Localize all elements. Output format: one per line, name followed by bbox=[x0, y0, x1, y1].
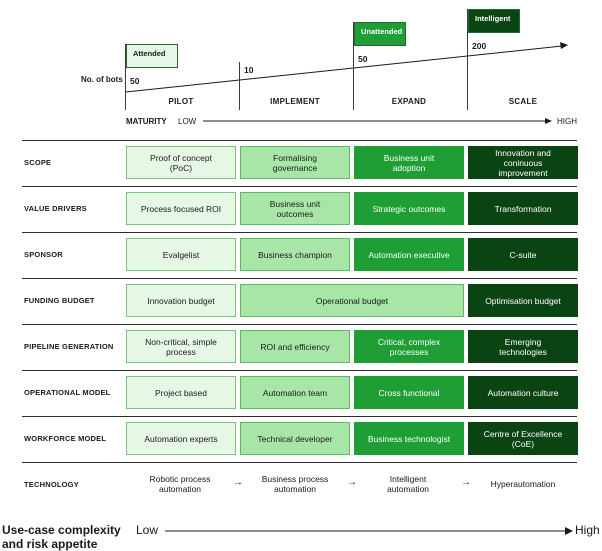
tech-arrow-3: → bbox=[461, 477, 471, 488]
expand-bots-count: 50 bbox=[358, 54, 368, 64]
stage-scale: SCALE bbox=[508, 97, 538, 106]
tech-rpa: Robotic process automation bbox=[149, 474, 211, 494]
grid-cell: Automation executive bbox=[354, 238, 464, 271]
row-separator bbox=[22, 186, 577, 187]
footer-low: Low bbox=[136, 523, 159, 537]
footer-title-line2: and risk appetite bbox=[2, 537, 98, 551]
grid-cell: Cross functional bbox=[354, 376, 464, 409]
maturity-arrow bbox=[203, 118, 552, 124]
maturity-high: HIGH bbox=[557, 117, 577, 126]
maturity-low: LOW bbox=[178, 117, 197, 126]
grid-cell: Optimisation budget bbox=[468, 284, 578, 317]
row-separator bbox=[22, 462, 577, 463]
intelligent-label: Intelligent bbox=[475, 14, 511, 23]
grid-cell: Centre of Excellence (CoE) bbox=[468, 422, 578, 455]
grid-cell: Technical developer bbox=[240, 422, 350, 455]
grid-cell: Emerging technologies bbox=[468, 330, 578, 363]
grid-cell: C-suite bbox=[468, 238, 578, 271]
row-separator bbox=[22, 140, 577, 141]
row-label: SPONSOR bbox=[24, 250, 63, 259]
row-label: WORKFORCE MODEL bbox=[24, 434, 107, 443]
grid-cell: Business champion bbox=[240, 238, 350, 271]
grid-cell: Innovation budget bbox=[126, 284, 236, 317]
tech-bpa: Business process automation bbox=[261, 474, 329, 494]
grid-cell: Business technologist bbox=[354, 422, 464, 455]
row-label: PIPELINE GENERATION bbox=[24, 342, 114, 351]
tech-hyperautomation: Hyperautomation bbox=[490, 479, 556, 489]
row-separator bbox=[22, 232, 577, 233]
grid-cell: Automation experts bbox=[126, 422, 236, 455]
intelligent-box: Intelligent bbox=[468, 9, 520, 33]
stage-divider-scale bbox=[467, 9, 468, 110]
stage-expand: EXPAND bbox=[391, 97, 427, 106]
grid-cell: Operational budget bbox=[240, 284, 464, 317]
attended-box: Attended bbox=[126, 44, 178, 68]
row-label: VALUE DRIVERS bbox=[24, 204, 87, 213]
stage-divider-pilot bbox=[125, 44, 126, 110]
scale-bots-count: 200 bbox=[472, 41, 487, 51]
complexity-arrow bbox=[165, 527, 573, 535]
grid-cell: Formalising governance bbox=[240, 146, 350, 179]
grid-cell: Business unit adoption bbox=[354, 146, 464, 179]
unattended-label: Unattended bbox=[361, 27, 403, 36]
row-separator bbox=[22, 416, 577, 417]
footer-title-line1: Use-case complexity bbox=[2, 523, 121, 537]
technology-label: TECHNOLOGY bbox=[24, 480, 79, 489]
grid-cell: Strategic outcomes bbox=[354, 192, 464, 225]
grid-cell: Proof of concept (PoC) bbox=[126, 146, 236, 179]
row-label: FUNDING BUDGET bbox=[24, 296, 95, 305]
bots-trend-line bbox=[125, 42, 568, 93]
bots-axis-label: No. of bots bbox=[81, 75, 123, 84]
row-separator bbox=[22, 370, 577, 371]
stage-pilot: PILOT bbox=[168, 97, 194, 106]
pilot-bots-count: 50 bbox=[130, 76, 140, 86]
tech-intelligent: Intelligent automation bbox=[386, 474, 430, 494]
grid-cell: Evalgelist bbox=[126, 238, 236, 271]
tech-arrow-2: → bbox=[347, 477, 357, 488]
grid-cell: Non-critical, simple process bbox=[126, 330, 236, 363]
grid-cell: Project based bbox=[126, 376, 236, 409]
row-separator bbox=[22, 324, 577, 325]
grid-cell: Critical, complex processes bbox=[354, 330, 464, 363]
attended-label: Attended bbox=[133, 49, 166, 58]
maturity-label: MATURITY bbox=[126, 117, 167, 126]
stage-divider-expand bbox=[353, 22, 354, 110]
grid-cell: Process focused ROI bbox=[126, 192, 236, 225]
row-label: SCOPE bbox=[24, 158, 52, 167]
grid-cell: Transformation bbox=[468, 192, 578, 225]
stage-implement: IMPLEMENT bbox=[270, 97, 320, 106]
implement-bots-count: 10 bbox=[244, 65, 254, 75]
grid-cell: Automation culture bbox=[468, 376, 578, 409]
grid-cell: Business unit outcomes bbox=[240, 192, 350, 225]
grid-cell: Automation team bbox=[240, 376, 350, 409]
grid-cell: Innovation and coninuous improvement bbox=[468, 146, 578, 179]
row-label: OPERATIONAL MODEL bbox=[24, 388, 111, 397]
row-separator bbox=[22, 278, 577, 279]
grid-cell: ROI and efficiency bbox=[240, 330, 350, 363]
tech-arrow-1: → bbox=[233, 477, 243, 488]
unattended-box: Unattended bbox=[354, 22, 406, 46]
footer-high: High bbox=[575, 523, 600, 537]
stage-divider-implement bbox=[239, 62, 240, 110]
